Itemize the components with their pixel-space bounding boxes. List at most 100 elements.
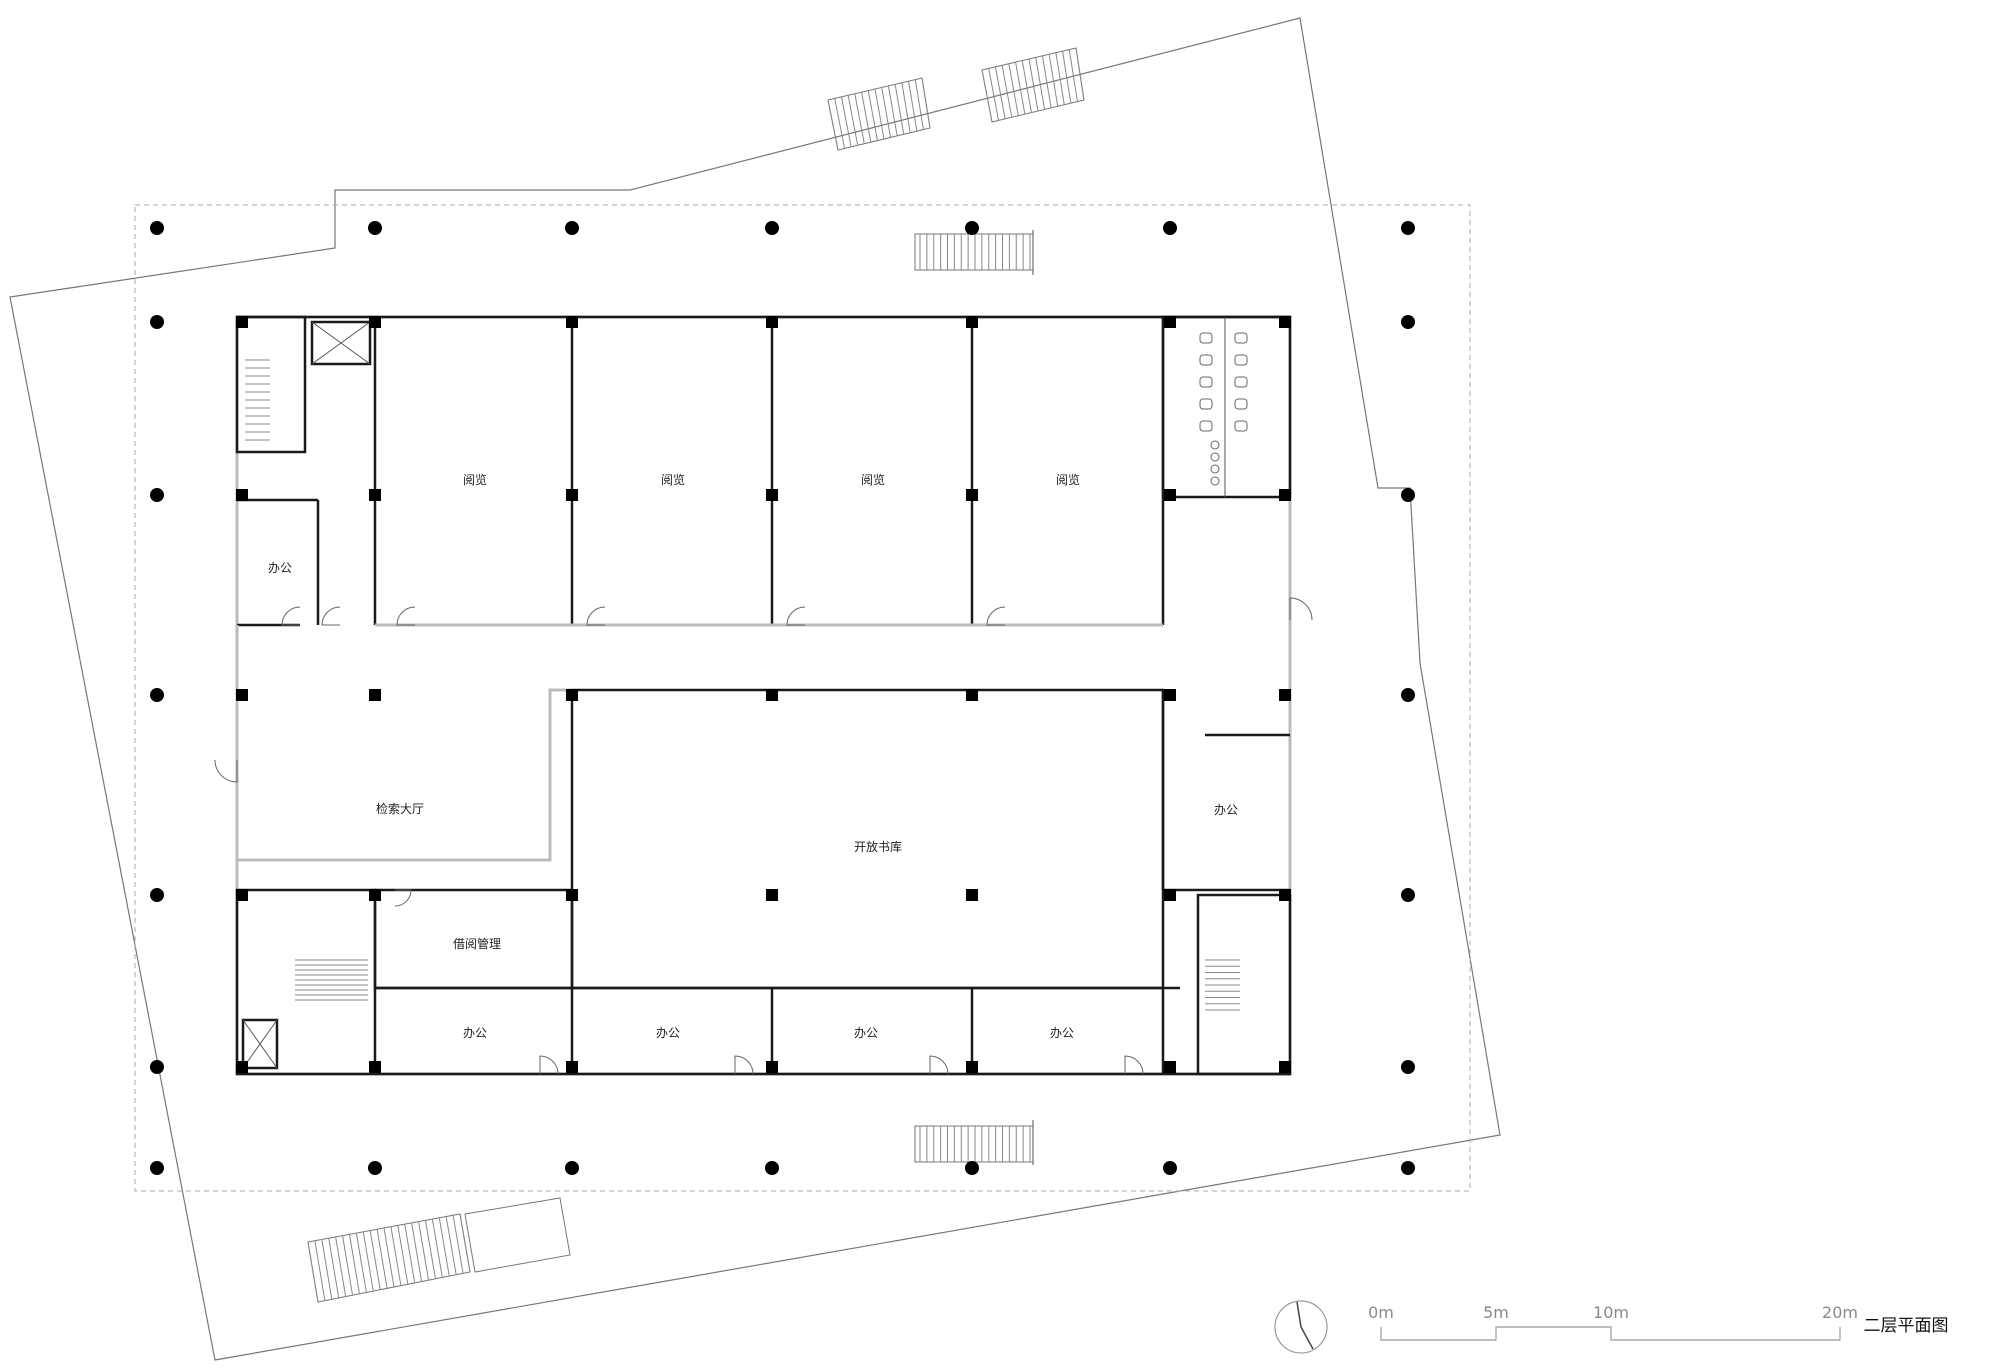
stair-tread bbox=[328, 1238, 340, 1298]
door-swing bbox=[396, 606, 416, 626]
door-swing bbox=[214, 759, 238, 783]
column-square bbox=[766, 489, 778, 501]
stair-tread bbox=[404, 1224, 416, 1283]
column-square bbox=[236, 316, 248, 328]
stair-tread bbox=[314, 1240, 326, 1301]
room-label-office-s3: 办公 bbox=[854, 1025, 878, 1040]
column-square bbox=[966, 689, 978, 701]
column-square bbox=[766, 689, 778, 701]
stair-tread bbox=[887, 85, 898, 136]
stair-tread bbox=[335, 1236, 347, 1297]
column-round bbox=[965, 221, 979, 235]
column-square bbox=[1164, 689, 1176, 701]
toilet-fixture bbox=[1199, 398, 1213, 410]
stair-tread bbox=[376, 1229, 388, 1289]
stair-tread bbox=[1028, 58, 1039, 112]
stair-tread bbox=[861, 92, 872, 143]
column-round bbox=[150, 1060, 164, 1074]
stair-tread bbox=[827, 99, 839, 151]
column-round bbox=[1401, 688, 1415, 702]
column-square bbox=[566, 889, 578, 901]
slab-edge bbox=[134, 204, 1471, 1192]
door-swing bbox=[321, 606, 341, 626]
sink-fixture bbox=[1210, 464, 1220, 474]
column-square bbox=[369, 316, 381, 328]
stair-tread bbox=[1062, 51, 1072, 104]
stair-tread bbox=[342, 1235, 354, 1296]
column-square bbox=[766, 889, 778, 901]
scale-label-0: 0m bbox=[1368, 1303, 1394, 1322]
door-swing bbox=[1289, 597, 1313, 621]
toilet-fixture bbox=[1234, 398, 1248, 410]
column-square bbox=[369, 689, 381, 701]
room-label-open-stacks: 开放书库 bbox=[854, 839, 902, 854]
toilet-fixture bbox=[1199, 354, 1213, 366]
toilet-fixture bbox=[1234, 420, 1248, 432]
walls bbox=[235, 315, 1292, 1076]
column-square bbox=[1279, 489, 1291, 501]
toilet-fixture bbox=[1199, 420, 1213, 432]
door-swing bbox=[929, 1055, 949, 1075]
stair-tread bbox=[881, 87, 892, 138]
door-swing bbox=[394, 889, 412, 907]
room-label-search-hall: 检索大厅 bbox=[376, 801, 424, 816]
scale-label-20: 20m bbox=[1822, 1303, 1858, 1322]
toilet-fixture bbox=[1199, 332, 1213, 344]
door-swing bbox=[281, 606, 301, 626]
stair-tread bbox=[355, 1233, 367, 1293]
column-round bbox=[150, 221, 164, 235]
column-round bbox=[368, 221, 382, 235]
scale-bar: 0m 5m 10m 20m bbox=[1368, 1303, 1858, 1341]
toilet-fixture bbox=[1234, 354, 1248, 366]
stair-south-small bbox=[914, 1120, 1034, 1165]
column-square bbox=[566, 316, 578, 328]
roof-outline bbox=[9, 17, 1501, 1361]
column-square bbox=[766, 1061, 778, 1073]
stair-tread bbox=[362, 1231, 374, 1292]
stair-tread bbox=[1068, 49, 1078, 102]
column-square bbox=[566, 489, 578, 501]
room-label-office-s1: 办公 bbox=[463, 1025, 487, 1040]
stair-tread bbox=[438, 1217, 450, 1277]
column-round bbox=[1401, 488, 1415, 502]
stair-tread bbox=[321, 1239, 333, 1300]
stair-tread bbox=[901, 82, 911, 133]
column-round bbox=[368, 1161, 382, 1175]
stair-tread bbox=[1075, 47, 1085, 101]
column-square bbox=[369, 489, 381, 501]
room-label-office-s4: 办公 bbox=[1050, 1025, 1074, 1040]
column-square bbox=[369, 889, 381, 901]
stair-tread bbox=[894, 84, 905, 135]
stair-tread bbox=[1048, 54, 1059, 107]
exterior-stair-north bbox=[827, 47, 1085, 151]
stair-tread bbox=[908, 81, 918, 132]
door-swing bbox=[539, 1055, 559, 1075]
column-round bbox=[565, 1161, 579, 1175]
doors bbox=[214, 597, 1313, 1075]
column-square bbox=[236, 689, 248, 701]
stair-tread bbox=[1021, 60, 1032, 113]
room-label-reading-1: 阅览 bbox=[463, 472, 487, 487]
room-label-reading-2: 阅览 bbox=[661, 472, 685, 487]
interior-stairs bbox=[245, 359, 1240, 1011]
column-round bbox=[150, 1161, 164, 1175]
stair-tread bbox=[452, 1215, 464, 1274]
stair-tread bbox=[383, 1227, 395, 1288]
stair-tread bbox=[1035, 57, 1046, 110]
north-arrow-icon bbox=[1274, 1300, 1328, 1354]
toilet-fixtures bbox=[1199, 332, 1248, 486]
room-label-reading-4: 阅览 bbox=[1056, 472, 1080, 487]
scale-label-5: 5m bbox=[1483, 1303, 1509, 1322]
door-swing bbox=[1124, 1055, 1144, 1075]
stair-tread bbox=[411, 1222, 423, 1282]
scale-label-10: 10m bbox=[1593, 1303, 1629, 1322]
stair-tread bbox=[1008, 63, 1019, 116]
column-square bbox=[966, 1061, 978, 1073]
column-round bbox=[965, 1161, 979, 1175]
stair-tread bbox=[921, 77, 931, 129]
column-square bbox=[566, 1061, 578, 1073]
stair-tread bbox=[1041, 55, 1052, 108]
column-round bbox=[765, 1161, 779, 1175]
stair-north-small bbox=[914, 230, 1034, 275]
